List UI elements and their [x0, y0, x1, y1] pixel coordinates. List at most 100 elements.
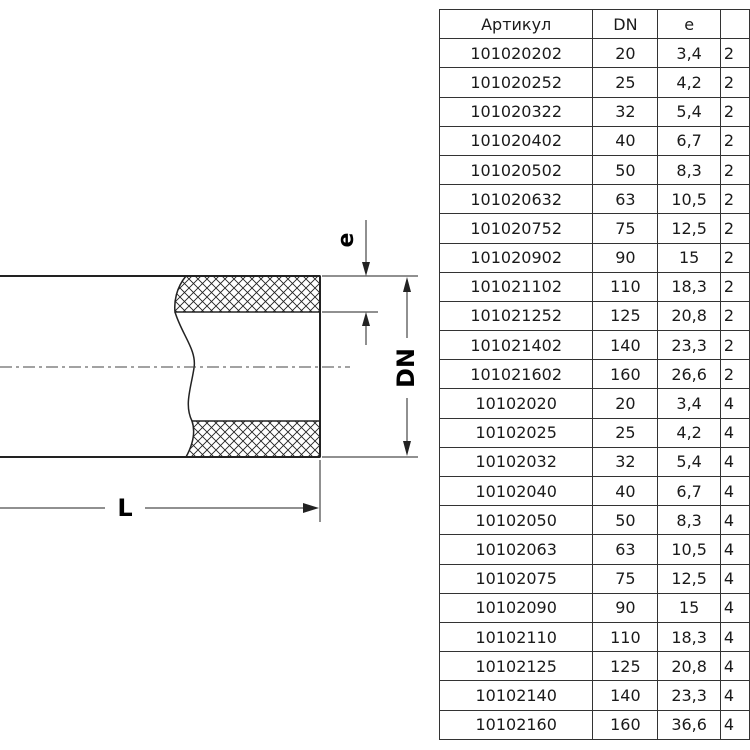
- cell-e: 6,7: [657, 125, 721, 156]
- cell-article: 10102140: [438, 680, 594, 711]
- pipe-drawing: e DN L: [0, 220, 420, 522]
- cell-dn: 125: [592, 300, 659, 332]
- cell-dn: 20: [592, 38, 659, 69]
- cell-article: 10102050: [438, 505, 594, 536]
- e-arrowhead-top: [362, 262, 370, 276]
- cell-extra: 4: [719, 563, 750, 594]
- cell-extra: 4: [719, 592, 750, 623]
- cell-extra: 2: [719, 359, 750, 390]
- cell-extra: 4: [719, 446, 750, 478]
- cell-e: 20,8: [657, 300, 721, 332]
- cell-article: 10102032: [438, 446, 594, 478]
- cell-article: 10102160: [438, 709, 594, 740]
- dn-arrowhead-top: [403, 277, 411, 292]
- cell-dn: 140: [592, 330, 659, 361]
- cell-e: 36,6: [657, 709, 721, 740]
- cell-article: 101020402: [438, 125, 594, 156]
- cell-extra: 2: [719, 96, 750, 127]
- cell-dn: 90: [592, 242, 659, 273]
- cell-dn: 160: [592, 709, 659, 740]
- cell-dn: 50: [592, 154, 659, 186]
- cell-article: 10102025: [438, 417, 594, 448]
- cell-dn: 125: [592, 651, 659, 682]
- cell-extra: 4: [719, 709, 750, 740]
- cell-dn: 140: [592, 680, 659, 711]
- cell-dn: 50: [592, 505, 659, 536]
- header-article: Артикул: [438, 8, 594, 40]
- break-line: [174, 311, 196, 422]
- cell-article: 101020752: [438, 213, 594, 244]
- cell-dn: 110: [592, 271, 659, 302]
- cell-dn: 90: [592, 592, 659, 623]
- cell-extra: 4: [719, 475, 750, 507]
- cell-article: 10102075: [438, 563, 594, 594]
- cell-e: 23,3: [657, 680, 721, 711]
- cell-e: 8,3: [657, 154, 721, 186]
- cell-e: 26,6: [657, 359, 721, 390]
- e-arrowhead-bottom: [362, 312, 370, 326]
- cell-e: 3,4: [657, 388, 721, 419]
- cell-article: 101020902: [438, 242, 594, 273]
- cell-article: 10102125: [438, 651, 594, 682]
- cell-e: 15: [657, 592, 721, 623]
- cell-extra: 2: [719, 38, 750, 69]
- cell-e: 3,4: [657, 38, 721, 69]
- cell-article: 101020202: [438, 38, 594, 69]
- cell-dn: 63: [592, 184, 659, 215]
- cell-e: 12,5: [657, 563, 721, 594]
- cell-article: 101021252: [438, 300, 594, 332]
- header-e: e: [657, 8, 721, 40]
- cell-e: 5,4: [657, 446, 721, 478]
- dn-arrowhead-bottom: [403, 441, 411, 456]
- l-arrowhead-right: [303, 503, 319, 513]
- cell-article: 101021602: [438, 359, 594, 390]
- cell-dn: 63: [592, 534, 659, 565]
- cell-e: 12,5: [657, 213, 721, 244]
- cell-extra: 2: [719, 184, 750, 215]
- wall-section-top: [174, 275, 321, 313]
- cell-e: 10,5: [657, 534, 721, 565]
- cell-dn: 40: [592, 475, 659, 507]
- cell-extra: 4: [719, 621, 750, 653]
- cell-article: 101020632: [438, 184, 594, 215]
- cell-dn: 25: [592, 417, 659, 448]
- cell-extra: 2: [719, 330, 750, 361]
- cell-dn: 75: [592, 213, 659, 244]
- cell-article: 10102110: [438, 621, 594, 653]
- cell-e: 4,2: [657, 417, 721, 448]
- cell-extra: 4: [719, 388, 750, 419]
- cell-dn: 40: [592, 125, 659, 156]
- cell-e: 10,5: [657, 184, 721, 215]
- cell-article: 101020322: [438, 96, 594, 127]
- cell-extra: 2: [719, 242, 750, 273]
- cell-article: 101021402: [438, 330, 594, 361]
- cell-article: 101020502: [438, 154, 594, 186]
- cell-e: 18,3: [657, 621, 721, 653]
- cell-e: 4,2: [657, 67, 721, 98]
- cell-extra: 2: [719, 67, 750, 98]
- cell-article: 101020252: [438, 67, 594, 98]
- cell-extra: 4: [719, 505, 750, 536]
- cell-article: 10102040: [438, 475, 594, 507]
- cell-dn: 75: [592, 563, 659, 594]
- cell-article: 101021102: [438, 271, 594, 302]
- cell-extra: 2: [719, 154, 750, 186]
